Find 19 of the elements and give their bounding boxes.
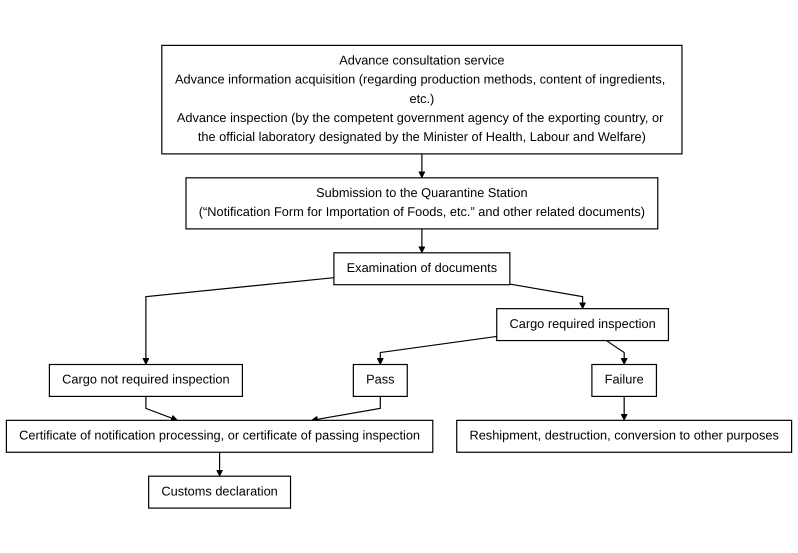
node-box: Reshipment, destruction, conversion to other purposes xyxy=(456,420,792,453)
arrow xyxy=(142,276,334,365)
node-box: Examination of documents xyxy=(333,252,510,286)
arrow xyxy=(418,228,426,253)
node-box: Failure xyxy=(591,364,658,397)
arrow xyxy=(620,396,628,420)
node-box: Cargo not required inspection xyxy=(48,364,243,397)
arrow xyxy=(510,283,586,309)
node-box: Cargo required inspection xyxy=(496,308,670,341)
node-box: Pass xyxy=(352,364,408,397)
arrow xyxy=(145,396,178,422)
arrow xyxy=(376,336,497,365)
node-box: Submission to the Quarantine Station (“Notification Form for Importation of Foods, etc.” and other related documents) xyxy=(185,176,658,230)
arrow xyxy=(418,154,426,178)
arrow xyxy=(606,340,628,365)
node-box: Advance consultation service Advance information acquisition (regarding production methods, content of ingredients, etc.) Advance inspection (by the competent government agency of the exporting country, or the official laboratory designated by the Minister of Health, Labour and Welfare) xyxy=(161,44,683,154)
arrow xyxy=(216,452,224,476)
node-box: Certificate of notification processing, or certificate of passing inspection xyxy=(6,420,434,453)
node-box: Customs declaration xyxy=(148,475,292,508)
